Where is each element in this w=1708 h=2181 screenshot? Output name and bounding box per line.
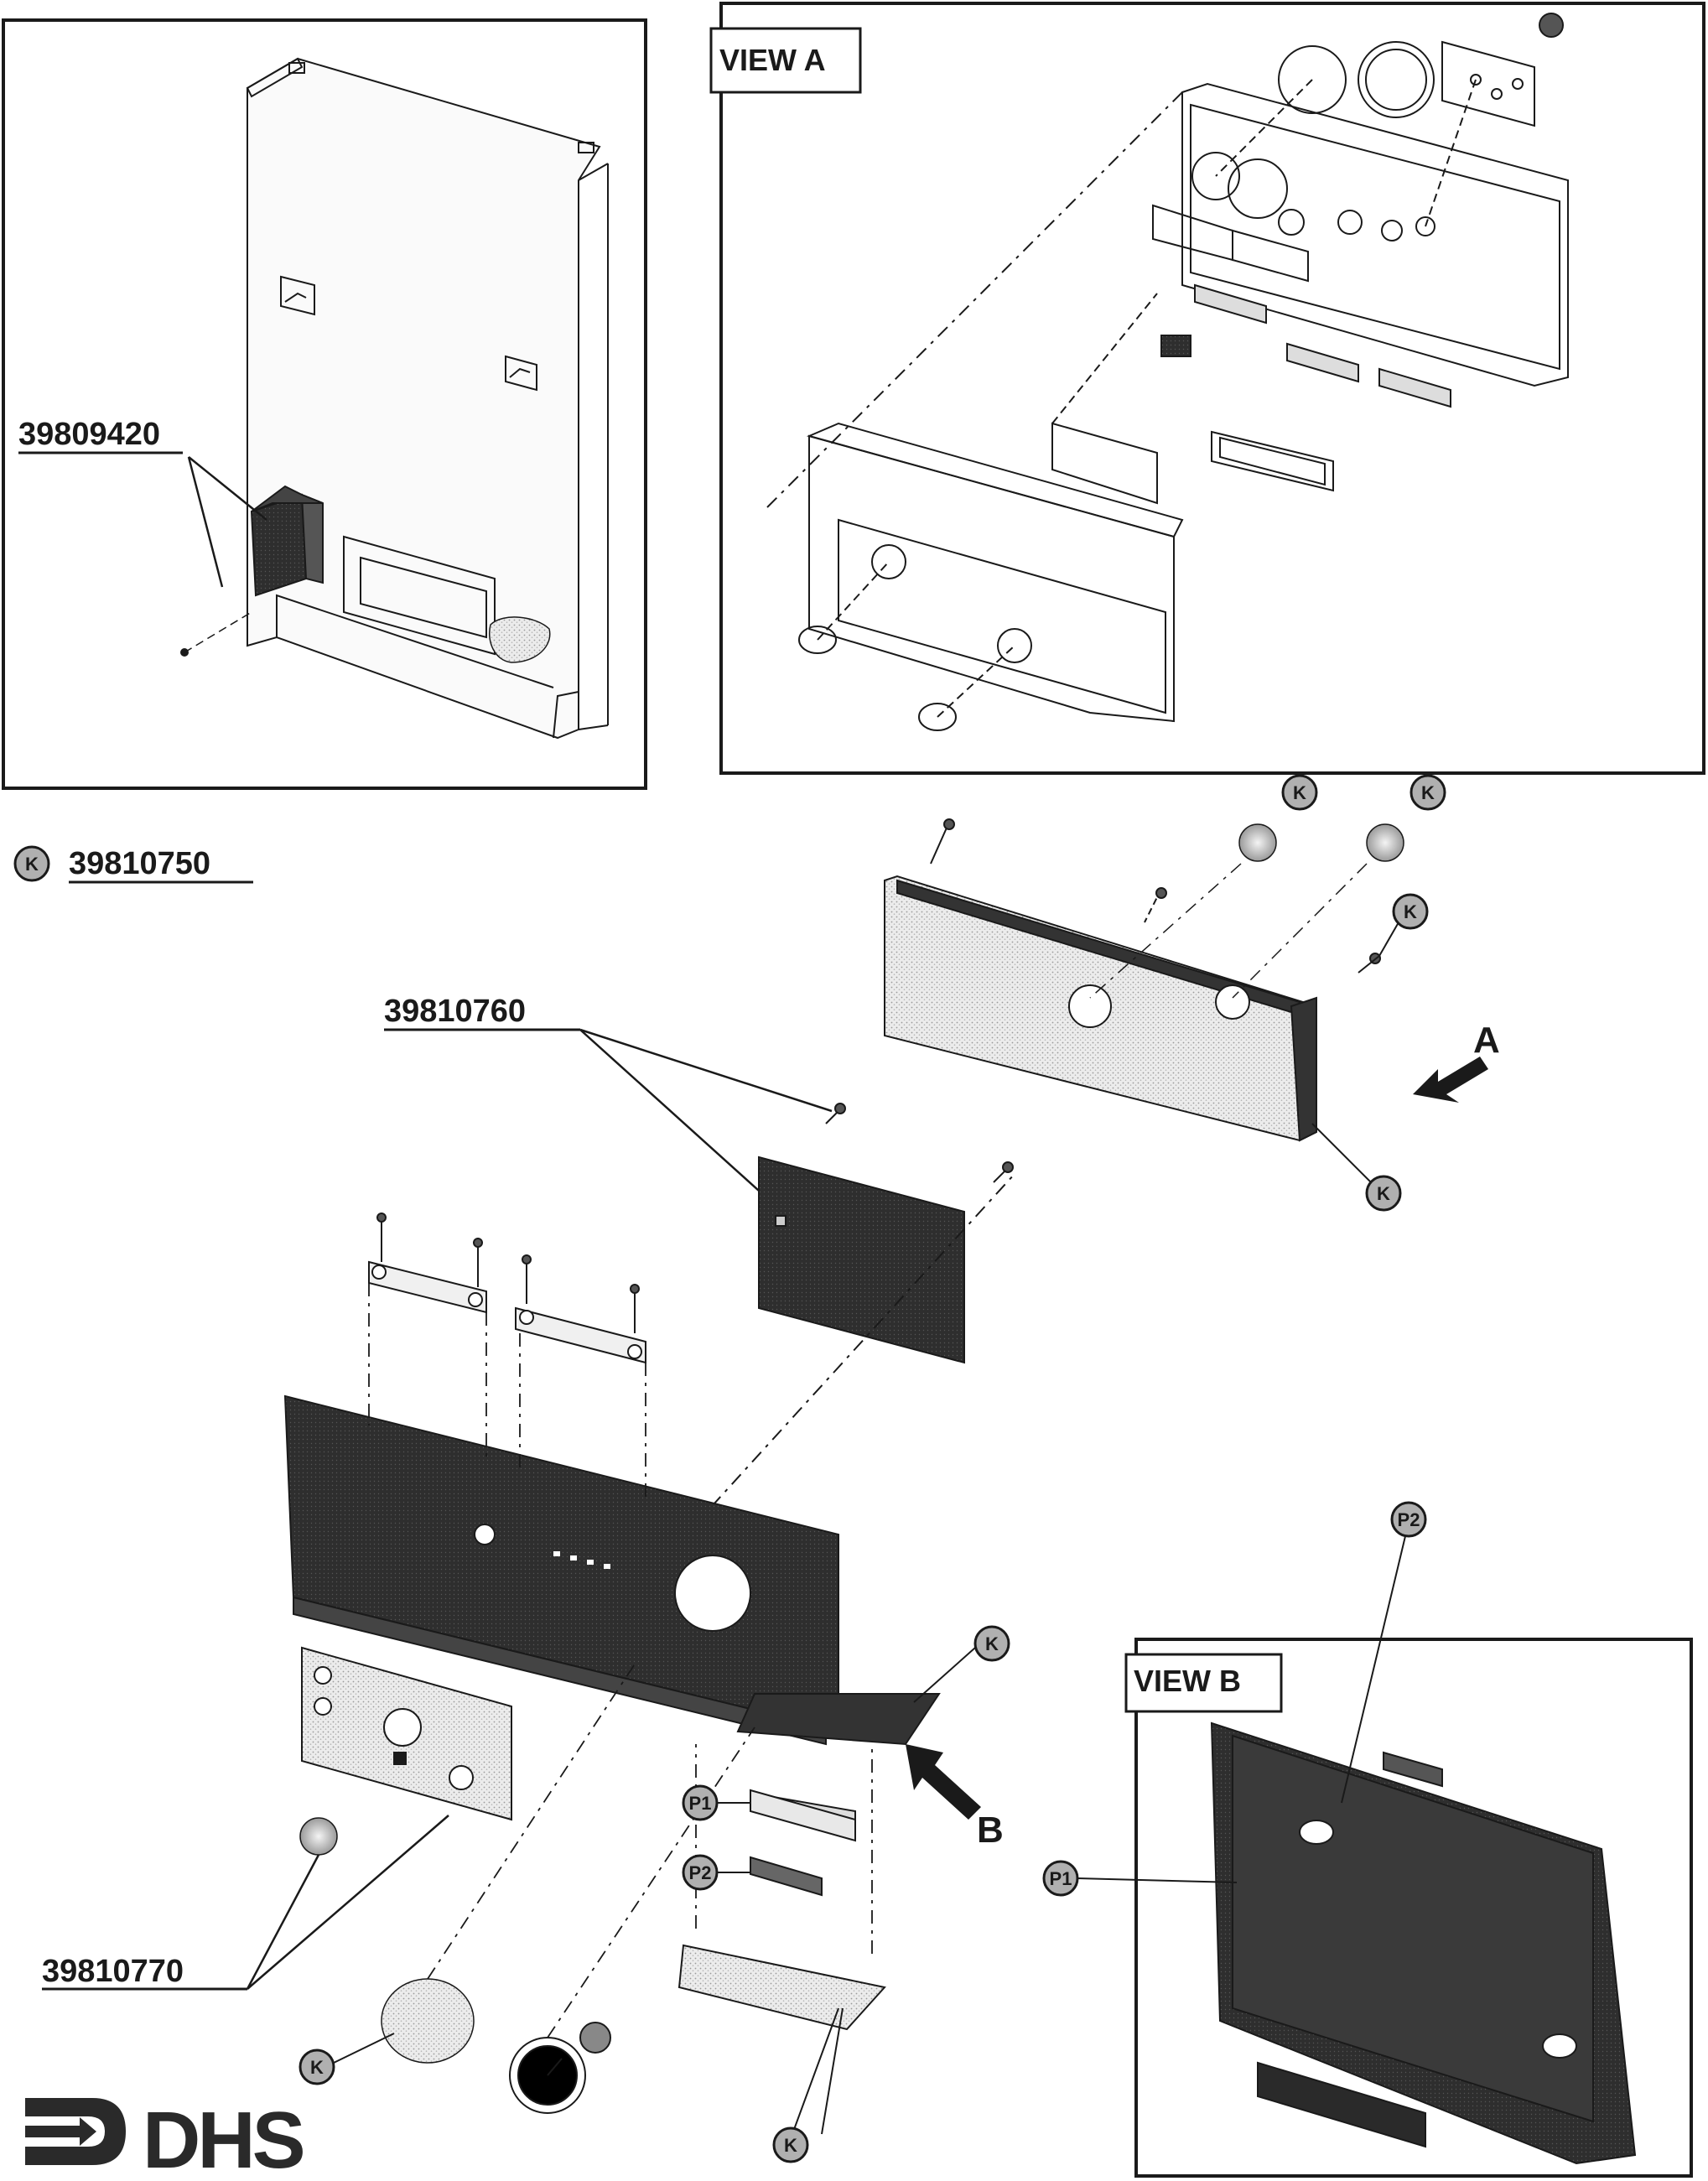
callout-k-6: K <box>299 2033 395 2085</box>
view-a-label: VIEW A <box>719 43 826 77</box>
chassis-panel: 39809420 <box>2 18 647 790</box>
screws-top <box>930 818 1381 974</box>
leader-k-lines <box>792 2007 844 2135</box>
view-a-arrow: A <box>1413 1020 1500 1103</box>
svg-text:B: B <box>977 1810 1004 1851</box>
view-b-arrow: B <box>906 1744 1004 1851</box>
rear-cover <box>884 875 1317 1142</box>
svg-text:P1: P1 <box>1050 1868 1072 1889</box>
control-panel-housing-view-a <box>766 13 1569 731</box>
boiler-chassis <box>246 57 609 740</box>
knob-small <box>299 1817 338 1856</box>
logo-mark-icon <box>25 2098 126 2165</box>
sight-glass-blob <box>489 616 551 663</box>
callout-p1-view-b: P1 <box>1042 1860 1238 1897</box>
connectors <box>677 1789 886 2031</box>
callout-p1-main: P1 <box>682 1784 750 1821</box>
leader-line <box>246 1854 320 1990</box>
callout-k-4: K <box>1311 1123 1402 1212</box>
screws-pcb <box>825 1103 1014 1183</box>
leader-line <box>187 456 224 588</box>
leader-line <box>579 1029 760 1192</box>
svg-text:P1: P1 <box>689 1793 712 1814</box>
view-b-label-box <box>1124 1653 1283 1713</box>
svg-text:K: K <box>985 1633 999 1654</box>
svg-text:P2: P2 <box>689 1862 712 1883</box>
logo-text: DHS <box>143 2095 304 2181</box>
part-number-label: 39810750 <box>69 846 210 881</box>
svg-text:P2: P2 <box>1398 1509 1420 1530</box>
part-number-label: 39810760 <box>384 994 526 1029</box>
leader-line <box>247 1815 449 1990</box>
svg-text:K: K <box>1377 1183 1390 1204</box>
view-a-panel: VIEW A <box>709 2 1705 775</box>
callout-k-3: K <box>1378 893 1429 957</box>
part-number-label: 39809420 <box>18 417 160 452</box>
callout-k-7: K <box>772 2126 809 2163</box>
callout-k-2: K <box>1409 774 1446 811</box>
gauge-lens <box>381 1978 475 2064</box>
svg-text:K: K <box>784 2135 797 2156</box>
assembly-lines <box>368 1283 873 2038</box>
svg-text:K: K <box>310 2057 324 2078</box>
dhs-logo: DHS <box>25 2095 307 2181</box>
leader-line <box>579 1028 833 1113</box>
view-a-label-box <box>709 27 862 94</box>
callout-k-5: K <box>913 1625 1010 1703</box>
label-plate <box>301 1646 512 1821</box>
knob-pair <box>1089 823 1404 999</box>
legend-k: K 39810750 <box>13 845 253 884</box>
callout-k-group: K K K K K K K <box>299 774 1446 2163</box>
view-b-frame <box>1134 1638 1693 2178</box>
view-a-frame <box>719 2 1705 775</box>
control-box-component <box>250 485 324 597</box>
svg-text:A: A <box>1473 1020 1500 1061</box>
chassis-panel-frame <box>2 18 647 790</box>
screw-icon <box>180 611 252 657</box>
rear-panel-view-b <box>1210 1721 1637 2165</box>
pressure-gauge <box>509 2022 611 2114</box>
callout-p2-main: P2 <box>682 1854 750 1891</box>
view-b-panel: VIEW B P2 P1 <box>1042 1501 1693 2178</box>
callout-p2-view-b: P2 <box>1341 1501 1427 1804</box>
svg-text:K: K <box>1293 782 1306 803</box>
svg-text:K: K <box>1421 782 1435 803</box>
front-control-panel <box>283 1394 839 1746</box>
view-b-label: VIEW B <box>1134 1664 1241 1698</box>
part-number-label: 39810770 <box>42 1954 184 1989</box>
terminal-strips <box>368 1213 646 1364</box>
svg-text:K: K <box>25 854 39 875</box>
assembly-line <box>670 1173 1015 1552</box>
pcb-board <box>758 1155 965 1364</box>
callout-k-1: K <box>1281 774 1318 811</box>
svg-text:K: K <box>1404 901 1417 922</box>
leader-line <box>188 456 267 521</box>
